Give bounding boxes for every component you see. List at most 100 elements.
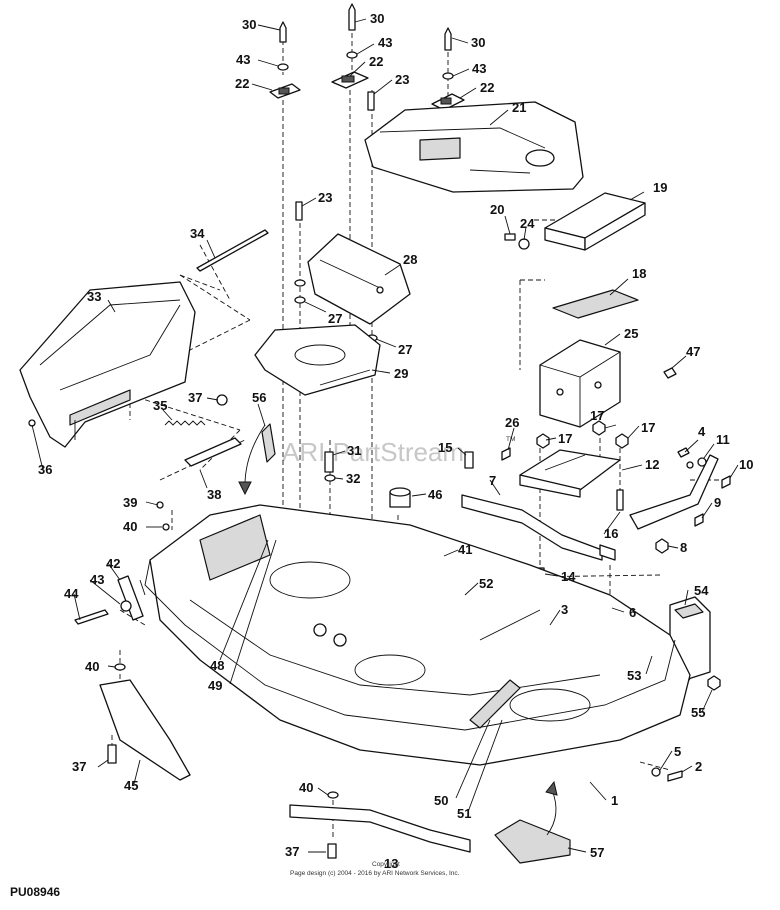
callout-50: 50 — [434, 793, 448, 808]
callout-12: 12 — [645, 457, 659, 472]
callout-3: 3 — [561, 602, 568, 617]
callout-41: 41 — [458, 542, 472, 557]
top-hardware — [269, 3, 465, 342]
callout-43: 43 — [472, 61, 486, 76]
part-33-chute — [19, 281, 196, 448]
callout-43: 43 — [378, 35, 392, 50]
callout-43: 43 — [90, 572, 104, 587]
part-28-plate — [307, 233, 411, 325]
assembly-arrows — [238, 424, 558, 836]
callout-11: 11 — [716, 432, 730, 447]
part-25-box — [539, 339, 621, 428]
callout-40: 40 — [299, 780, 313, 795]
callout-26: 26 — [505, 415, 519, 430]
callout-16: 16 — [604, 526, 618, 541]
callout-36: 36 — [38, 462, 52, 477]
part-11-arm — [629, 447, 731, 530]
callout-21: 21 — [512, 100, 526, 115]
callout-27: 27 — [398, 342, 412, 357]
callout-15: 15 — [438, 440, 452, 455]
callout-40: 40 — [85, 659, 99, 674]
callout-13: 13 — [384, 856, 398, 871]
callout-57: 57 — [590, 845, 604, 860]
callout-5: 5 — [674, 744, 681, 759]
callout-35: 35 — [153, 398, 167, 413]
callout-37: 37 — [188, 390, 202, 405]
callout-27: 27 — [328, 311, 342, 326]
callout-9: 9 — [714, 495, 721, 510]
footer-copyright: Copyright — [372, 861, 400, 868]
callout-24: 24 — [520, 216, 535, 231]
part-19-bracket — [504, 192, 646, 251]
part-45-baffle — [99, 663, 191, 781]
callout-54: 54 — [694, 583, 709, 598]
diagram-id: PU08946 — [10, 885, 61, 899]
footer-page-design: Page design (c) 2004 - 2016 by ARI Netwo… — [290, 870, 460, 877]
callout-18: 18 — [632, 266, 646, 281]
callout-1: 1 — [611, 793, 618, 808]
callout-53: 53 — [627, 668, 641, 683]
callout-17: 17 — [590, 408, 604, 423]
callout-23: 23 — [318, 190, 332, 205]
part-12-plate — [519, 449, 621, 498]
callout-19: 19 — [653, 180, 667, 195]
bolts-right — [651, 767, 683, 782]
callout-20: 20 — [490, 202, 504, 217]
callout-45: 45 — [124, 778, 138, 793]
spring-assembly — [156, 394, 276, 531]
callout-22: 22 — [369, 54, 383, 69]
callout-49: 49 — [208, 678, 222, 693]
callout-44: 44 — [64, 586, 79, 601]
callout-7: 7 — [489, 473, 496, 488]
callout-8: 8 — [680, 540, 687, 555]
callout-28: 28 — [403, 252, 417, 267]
callout-43: 43 — [236, 52, 250, 67]
callout-47: 47 — [686, 344, 700, 359]
callout-55: 55 — [691, 705, 705, 720]
bolts-mid — [324, 420, 629, 482]
callout-51: 51 — [457, 806, 471, 821]
callout-labels: 30 43 22 30 43 22 23 30 43 22 21 23 19 2… — [38, 11, 753, 871]
callout-32: 32 — [346, 471, 360, 486]
part-42-bracket — [74, 575, 144, 625]
part-57-deflector — [494, 819, 571, 864]
part-29-plate — [254, 324, 381, 396]
part-47-clip — [663, 367, 677, 379]
callout-14: 14 — [561, 569, 576, 584]
callout-33: 33 — [87, 289, 101, 304]
callout-30: 30 — [471, 35, 485, 50]
part-34-rod — [196, 229, 269, 272]
callout-10: 10 — [739, 457, 753, 472]
callout-22: 22 — [480, 80, 494, 95]
callout-2: 2 — [695, 759, 702, 774]
part-1-mower-deck — [139, 504, 691, 766]
callout-37: 37 — [72, 759, 86, 774]
callout-31: 31 — [347, 443, 361, 458]
callout-39: 39 — [123, 495, 137, 510]
callout-30: 30 — [242, 17, 256, 32]
callout-52: 52 — [479, 576, 493, 591]
callout-37: 37 — [285, 844, 299, 859]
part-21-top-cover — [364, 101, 584, 193]
callout-30: 30 — [370, 11, 384, 26]
callout-46: 46 — [428, 487, 442, 502]
callout-29: 29 — [394, 366, 408, 381]
callout-4: 4 — [698, 424, 706, 439]
callout-23: 23 — [395, 72, 409, 87]
callout-17: 17 — [558, 431, 572, 446]
callout-56: 56 — [252, 390, 266, 405]
callout-6: 6 — [629, 605, 636, 620]
callout-40: 40 — [123, 519, 137, 534]
callout-25: 25 — [624, 326, 638, 341]
callout-34: 34 — [190, 226, 205, 241]
part-7-bar — [461, 494, 616, 561]
callout-38: 38 — [207, 487, 221, 502]
callout-17: 17 — [641, 420, 655, 435]
callout-42: 42 — [106, 556, 120, 571]
callout-48: 48 — [210, 658, 224, 673]
part-18-pad — [552, 289, 639, 319]
watermark-text: ARI PartStream — [282, 437, 464, 467]
leader-lines — [31, 18, 739, 853]
callout-22: 22 — [235, 76, 249, 91]
